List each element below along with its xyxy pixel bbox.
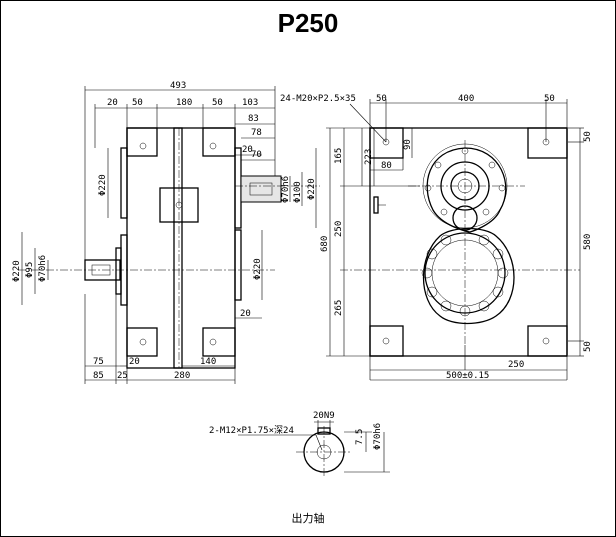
dim-dia70h6-input: Φ70h6 xyxy=(38,255,48,282)
right-boss-lower xyxy=(234,229,242,301)
dim-50: 50 xyxy=(212,98,223,108)
dim-20-upper: 20 xyxy=(242,145,253,155)
front-view xyxy=(340,127,580,357)
bolt-hole xyxy=(209,338,217,346)
housing-body xyxy=(126,127,236,369)
front-dim-400: 400 xyxy=(458,94,474,104)
dim-dia220-right-lower: Φ220 xyxy=(253,258,263,280)
dim-280: 280 xyxy=(174,371,190,381)
front-dim-50-bottom-right: 50 xyxy=(583,341,593,352)
front-dim-50-left: 50 xyxy=(376,94,387,104)
corner-hole xyxy=(382,337,390,345)
front-dim-250-bottom: 250 xyxy=(508,360,524,370)
dim-180: 180 xyxy=(176,98,192,108)
dim-dia220-right-upper: Φ220 xyxy=(307,178,317,200)
bolt-hole xyxy=(209,142,217,150)
dim-85: 85 xyxy=(93,371,104,381)
front-dim-500: 500±0.15 xyxy=(446,371,489,381)
pad-top-right xyxy=(202,127,236,157)
right-boss-upper xyxy=(234,147,242,229)
dim-dia220-left-lower: Φ220 xyxy=(12,260,22,282)
corner-pad-tr xyxy=(527,127,568,159)
side-view xyxy=(18,127,320,369)
shaft-key-spec: 20N9 xyxy=(313,411,335,421)
dim-78: 78 xyxy=(251,128,262,138)
side-view-dimensions xyxy=(21,86,317,384)
shaft-thread-spec: 2-M12×P1.75×深24 xyxy=(209,425,294,436)
dim-70: 70 xyxy=(251,150,262,160)
corner-pad-br xyxy=(527,325,568,357)
pad-bottom-left xyxy=(126,327,158,357)
drawing-title: P250 xyxy=(277,8,339,38)
dim-dia220-left-upper: Φ220 xyxy=(98,174,108,196)
front-dim-265: 265 xyxy=(334,300,344,316)
front-dim-90: 90 xyxy=(403,139,413,150)
front-dim-223: 223 xyxy=(364,149,374,165)
corner-pad-bl xyxy=(369,325,404,357)
output-shaft-section xyxy=(238,420,390,478)
corner-hole xyxy=(542,337,550,345)
bolt-hole xyxy=(139,142,147,150)
housing-rib xyxy=(173,127,183,369)
dim-dia100: Φ100 xyxy=(293,181,303,203)
dim-75: 75 xyxy=(93,357,104,367)
bolt-hole xyxy=(139,338,147,346)
front-dim-80: 80 xyxy=(381,161,392,171)
front-view-dimensions xyxy=(326,99,584,381)
dim-103: 103 xyxy=(242,98,258,108)
pad-top-left xyxy=(126,127,158,157)
left-boss-upper xyxy=(120,147,128,219)
dim-dia95: Φ95 xyxy=(25,262,35,278)
dim-20-bottom: 20 xyxy=(129,357,140,367)
shaft-depth: 7.5 xyxy=(355,429,365,445)
dim-493: 493 xyxy=(170,81,186,91)
front-dim-250: 250 xyxy=(334,221,344,237)
dim-83: 83 xyxy=(248,114,259,124)
pad-bottom-right xyxy=(202,327,236,357)
front-dim-50-top-right: 50 xyxy=(583,131,593,142)
shaft-diameter: Φ70h6 xyxy=(373,423,383,450)
dim-50: 50 xyxy=(132,98,143,108)
upper-housing xyxy=(426,147,507,233)
dim-20: 20 xyxy=(107,98,118,108)
dim-140: 140 xyxy=(200,357,216,367)
dim-20-lower: 20 xyxy=(240,309,251,319)
front-dim-50-right: 50 xyxy=(544,94,555,104)
drawing-caption: 出力轴 xyxy=(291,512,325,525)
output-shaft xyxy=(240,175,282,203)
corner-pad-tl xyxy=(369,127,404,159)
base-plate xyxy=(369,127,568,357)
front-dim-680: 680 xyxy=(320,236,330,252)
roller-ring xyxy=(421,234,509,317)
front-dim-165: 165 xyxy=(334,148,344,164)
front-dim-580: 580 xyxy=(583,234,593,250)
front-thread-spec: 24-M20×P2.5×35 xyxy=(280,94,356,104)
lower-housing xyxy=(422,227,515,325)
dim-25: 25 xyxy=(117,371,128,381)
output-shaft-key xyxy=(249,182,273,196)
dim-dia70h6-output: Φ70h6 xyxy=(281,176,291,203)
shaft-stub xyxy=(373,196,379,214)
